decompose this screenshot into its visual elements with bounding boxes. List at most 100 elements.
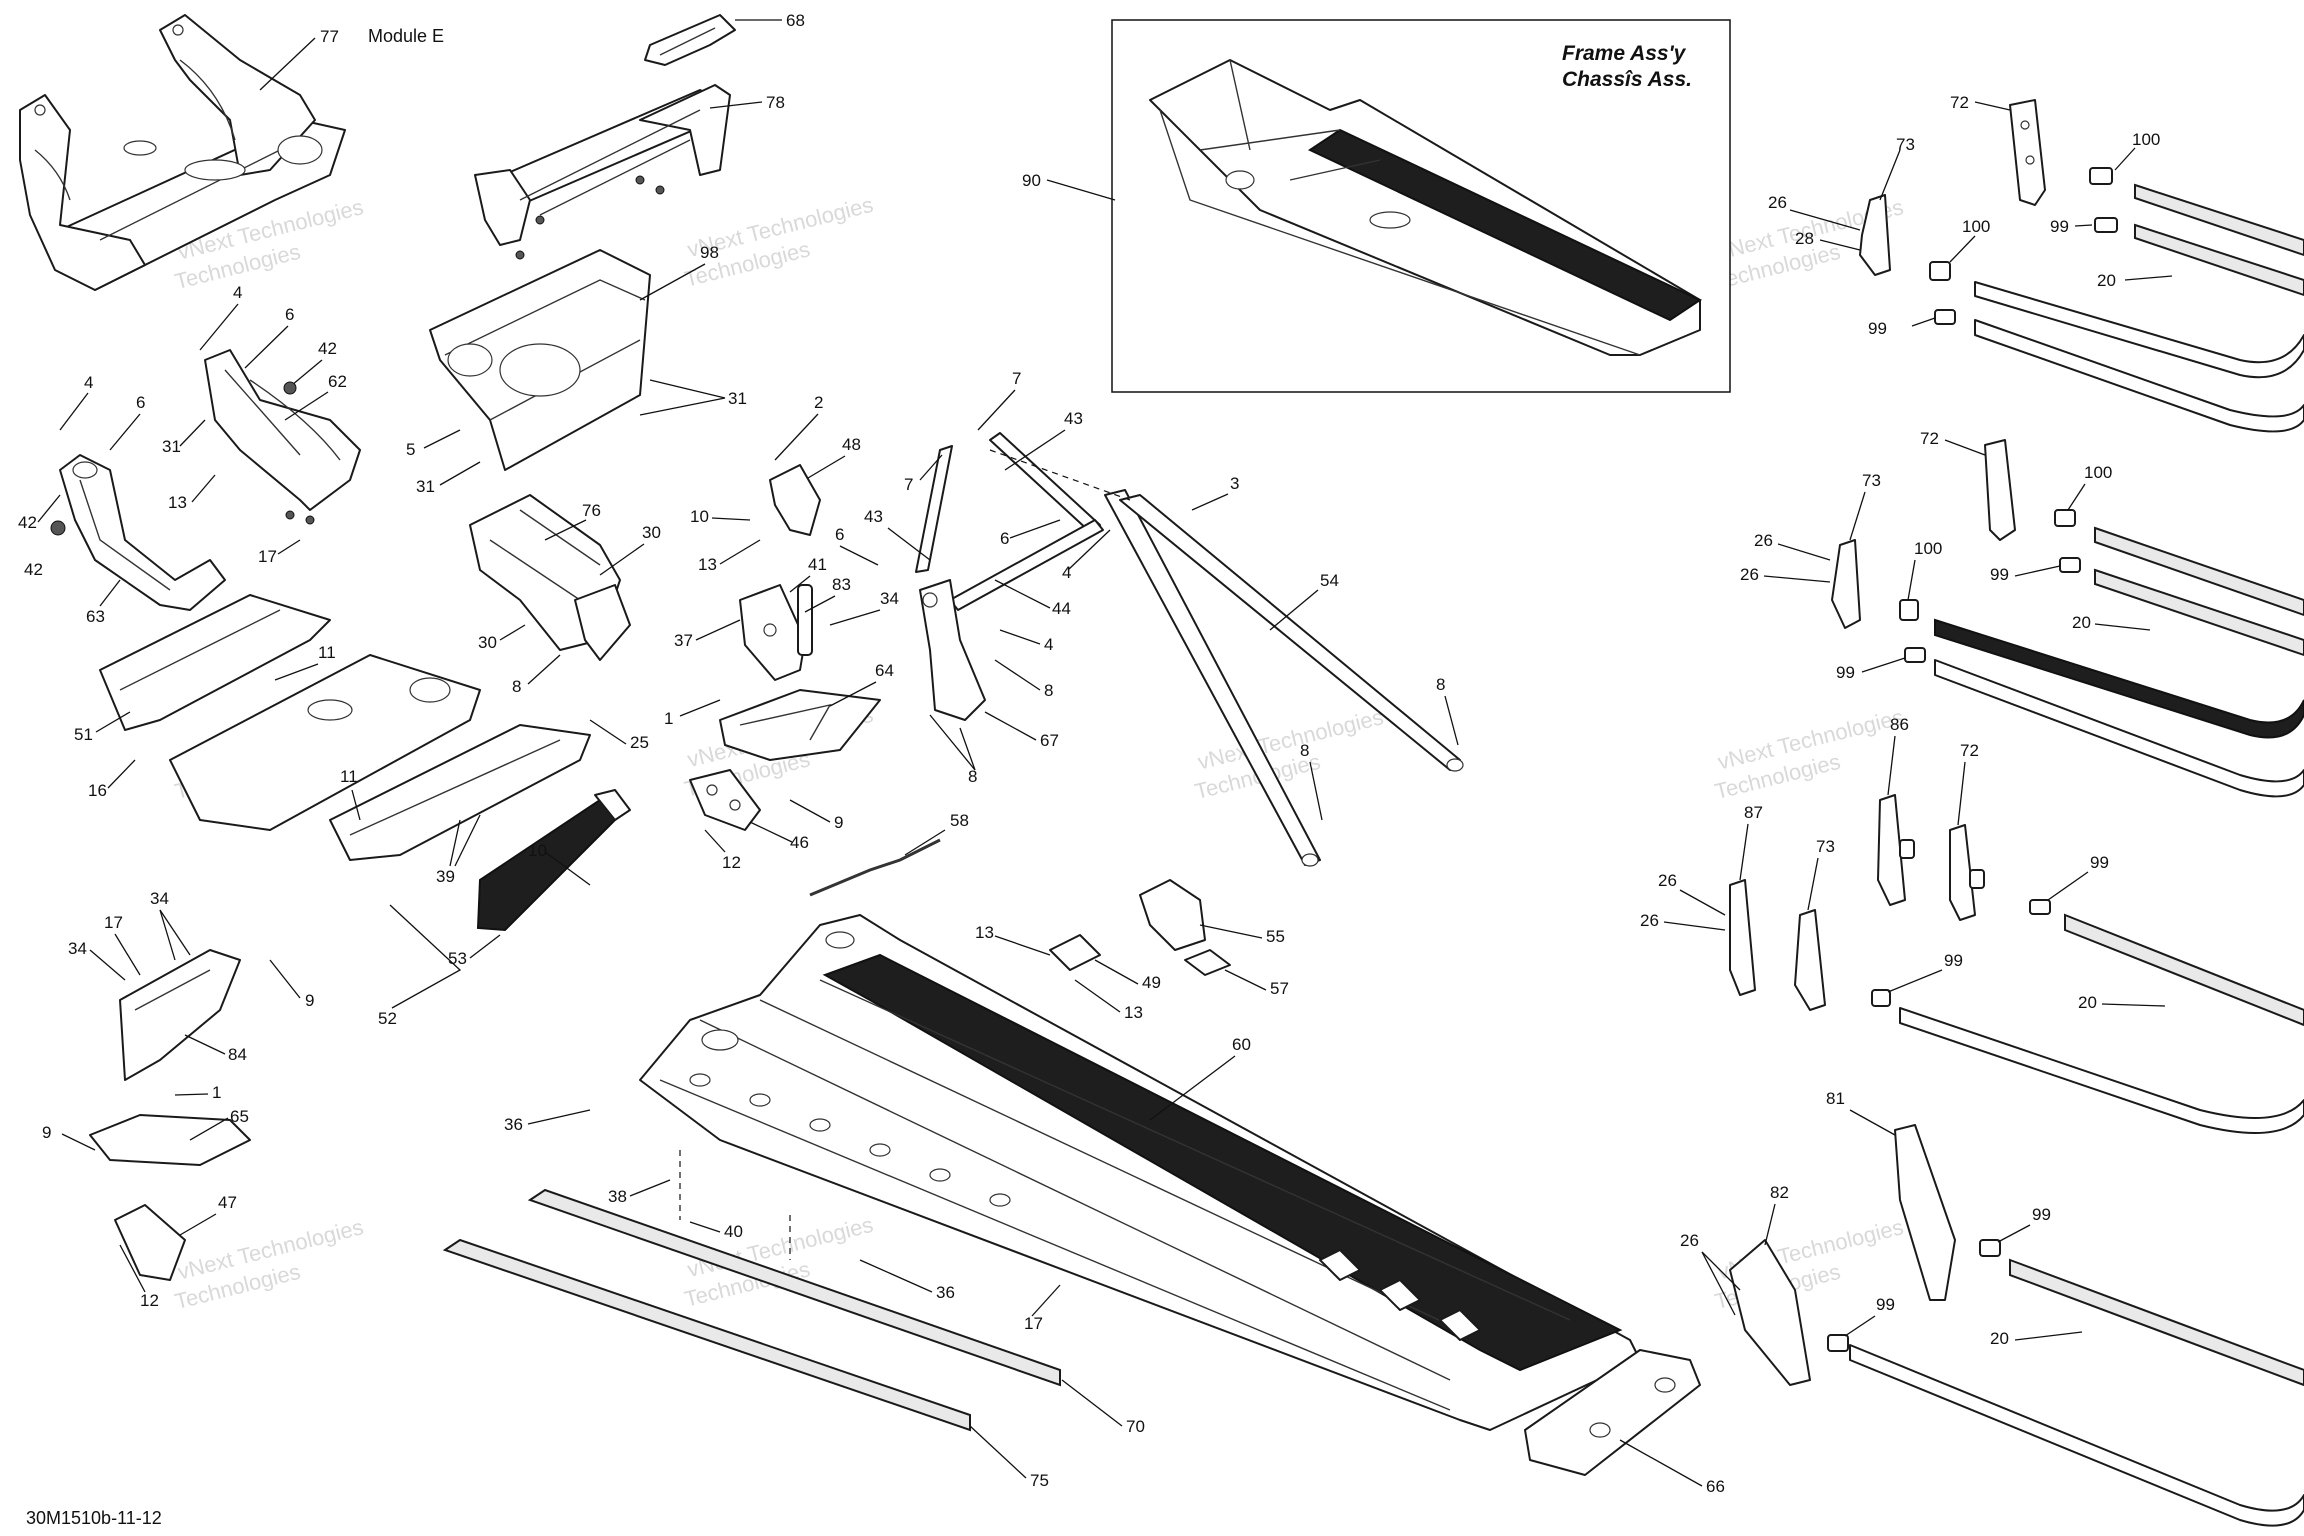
callout-label: 20 [2072,613,2091,632]
callout-label: 47 [218,1193,237,1212]
callout-label: 26 [1640,911,1659,930]
part-78-steering-column-support [474,84,731,260]
running-board-rail [1934,526,2304,798]
callout-label: 26 [1768,193,1787,212]
inset-subtitle: Chassîs Ass. [1562,68,1692,91]
part-100-clip [2054,509,2076,527]
part-66-rear-bumper [1524,1349,1701,1476]
callout-label: 8 [1436,675,1445,694]
callout-label: 1 [212,1083,221,1102]
callout-label: 6 [136,393,145,412]
callout-label: 73 [1896,135,1915,154]
callout-label: 17 [258,547,277,566]
callout-label: 48 [842,435,861,454]
callout-label: 99 [2090,853,2109,872]
callout-label: 82 [1770,1183,1789,1202]
part-99-clip [1827,1334,1849,1352]
callout-label: 26 [1680,1231,1699,1250]
callout-label: 9 [305,991,314,1010]
callout-label: 54 [1320,571,1339,590]
part-99-clip [1934,309,1956,325]
callout-label: 65 [230,1107,249,1126]
part-51-heat-shield [99,594,331,731]
callout-label: 49 [1142,973,1161,992]
callout-label: 99 [1990,565,2009,584]
part-100-clip [1929,261,1951,281]
callout-label: 12 [722,853,741,872]
callout-label: 37 [674,631,693,650]
callout-label: 31 [728,389,747,408]
callout-label: 84 [228,1045,247,1064]
callout-label: 8 [1300,741,1309,760]
part-73-bracket [1794,909,1826,1011]
part-98-bulkhead [429,249,651,471]
drawing-code: 30M1510b-11-12 [26,1508,162,1528]
callout-label: 78 [766,93,785,112]
callout-label: 43 [1064,409,1083,428]
part-60-tunnel [639,914,1641,1431]
callout-label: 60 [1232,1035,1251,1054]
part-72-bracket [1949,824,1985,921]
callout-label: 13 [698,555,717,574]
callout-label: 11 [318,643,336,662]
callout-label: 8 [512,677,521,696]
callout-label: 76 [582,501,601,520]
part-100-clip [2089,167,2113,185]
callout-label: 10 [528,841,547,860]
part-99-clip [1871,989,1891,1007]
part-87-bracket [1729,879,1756,996]
part-67-mount [919,579,986,721]
inset-title: Frame Ass'y [1562,42,1687,65]
callout-label: 42 [318,339,337,358]
part-72-bracket [1984,439,2016,541]
callout-label: 99 [1944,951,1963,970]
callout-label: 6 [835,525,844,544]
part-84-footrest-bracket [119,949,241,1081]
callout-label: 42 [24,560,43,579]
callout-label: 12 [140,1291,159,1310]
part-68-bracket [644,14,736,66]
callout-label: 75 [1030,1471,1049,1490]
callout-label: 26 [1754,531,1773,550]
callout-label: 10 [690,507,709,526]
callout-label: 46 [790,833,809,852]
callout-label: 42 [18,513,37,532]
part-63-side-frame [59,454,226,611]
callout-label: 36 [936,1283,955,1302]
part-99-clip [1979,1239,2001,1257]
callout-label: 100 [1914,539,1942,558]
callout-label: 99 [1876,1295,1895,1314]
callout-label: 68 [786,11,805,30]
callout-label: 72 [1920,429,1939,448]
callout-label: 1 [664,709,673,728]
callout-label: 99 [1836,663,1855,682]
callout-label: 17 [1024,1314,1043,1333]
callout-label: 34 [68,939,87,958]
part-81-bracket [1894,1124,1956,1301]
part-65-footrest [89,1114,251,1166]
callout-label: 81 [1826,1089,1845,1108]
part-58-cable [809,838,941,897]
callout-label: 90 [1022,171,1041,190]
callout-label: 43 [864,507,883,526]
callout-label: 73 [1816,837,1835,856]
part-100-clip [1899,599,1919,621]
callout-label: 34 [150,889,169,908]
callout-label: 25 [630,733,649,752]
callout-label: 6 [285,305,294,324]
callout-label: 16 [88,781,107,800]
callout-label: 53 [448,949,467,968]
callout-label: 11 [340,767,358,786]
callout-label: 99 [1868,319,1887,338]
callout-label: 87 [1744,803,1763,822]
callout-label: 9 [42,1123,51,1142]
part-39-tunnel [329,724,591,861]
running-board-rail [1849,1258,2304,1527]
callout-label: 17 [104,913,123,932]
callout-label: 62 [328,372,347,391]
callout-label: 9 [834,813,843,832]
callout-label: 2 [814,393,823,412]
callout-label: 64 [875,661,894,680]
callout-label: 63 [86,607,105,626]
part-43-rod [915,432,1101,573]
